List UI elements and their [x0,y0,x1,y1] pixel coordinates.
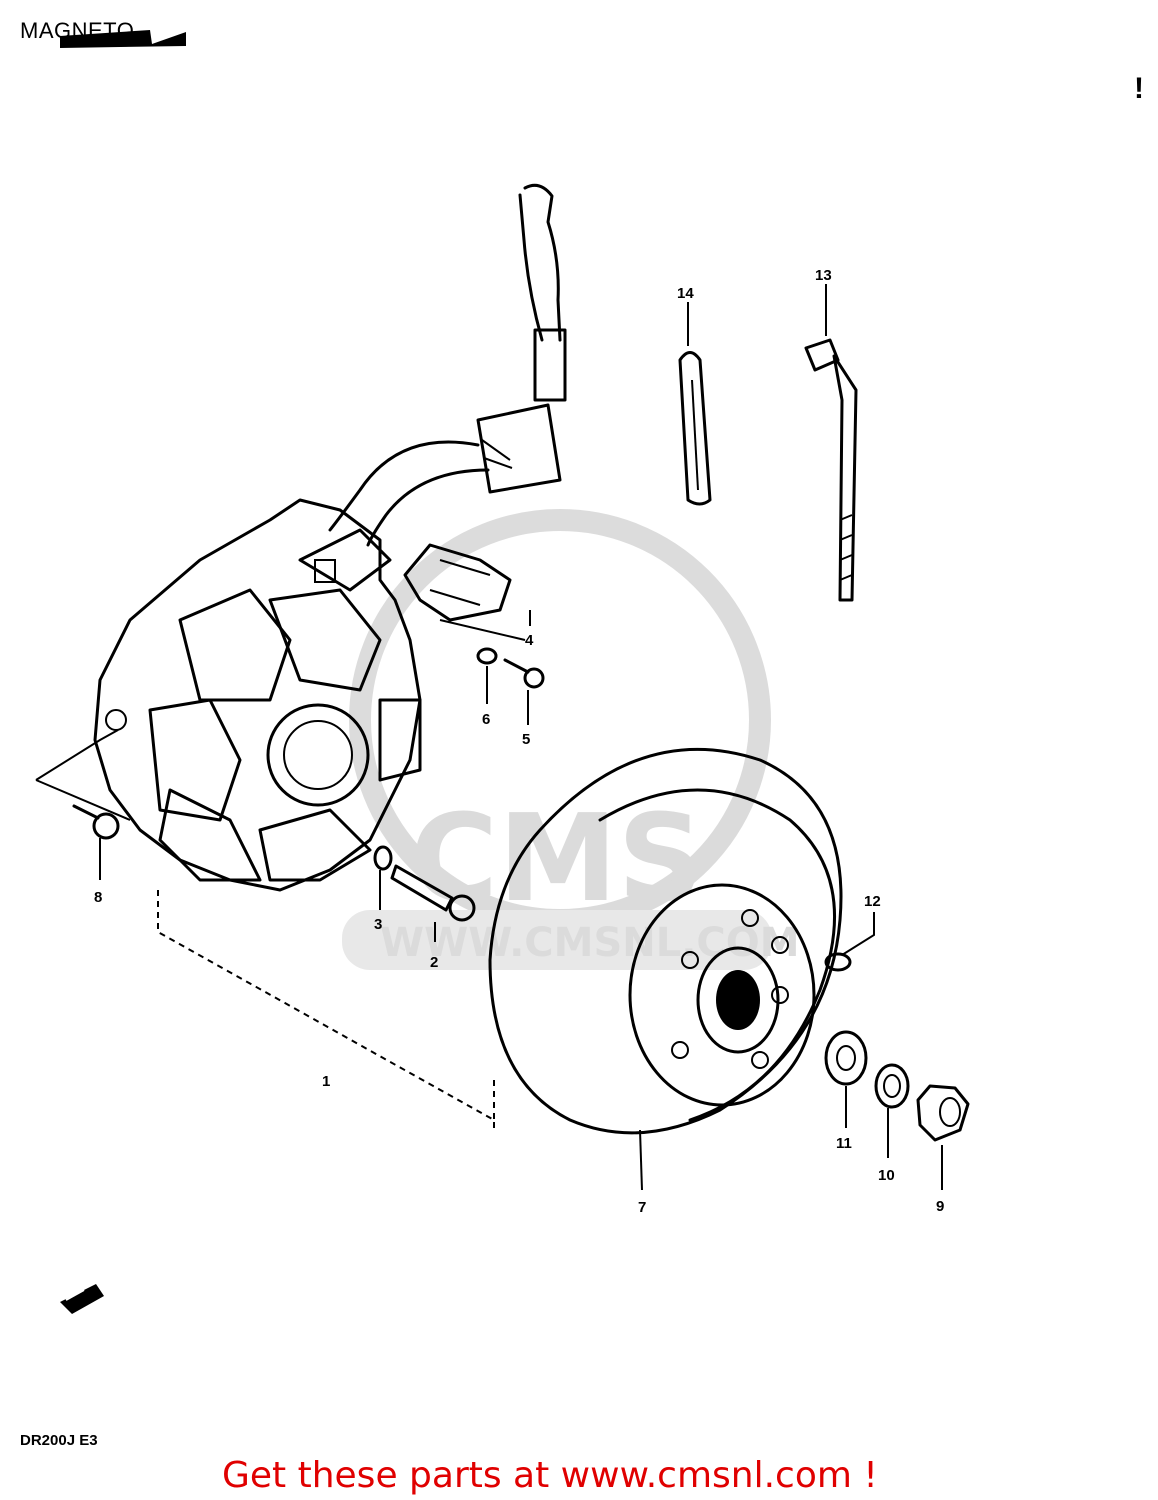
wire-harness [328,183,567,547]
model-code: DR200J E3 [20,1432,98,1449]
watermark-url: WWW.CMSNL.COM [380,920,800,966]
corner-mark: ! [1134,72,1144,105]
woodruff-key [824,952,852,972]
direction-arrow-icon [60,1284,104,1314]
spring-washer [874,1063,910,1109]
callout-1: 1 [322,1073,330,1090]
pickup-coil [403,543,512,622]
stator-assembly [93,498,422,892]
base-screw [72,804,120,840]
callout-12: 12 [864,893,881,910]
callout-2: 2 [430,954,438,971]
callout-3: 3 [374,916,382,933]
callout-8: 8 [94,889,102,906]
rotor-flywheel [488,747,843,1135]
callout-13: 13 [815,267,832,284]
callout-7: 7 [638,1199,646,1216]
cms-watermark: CMS WWW.CMSNL.COM [342,509,800,970]
callout-9: 9 [936,1198,944,1215]
callouts: 1 2 3 4 5 6 7 8 9 10 11 12 13 14 [94,267,944,1216]
callout-6: 6 [482,711,490,728]
callout-10: 10 [878,1167,895,1184]
title-smudge [60,30,186,48]
callout-5: 5 [522,731,530,748]
callout-11: 11 [836,1135,852,1152]
stator-washer [373,845,393,871]
cta-link[interactable]: Get these parts at www.cmsnl.com ! [222,1455,878,1496]
leader-lines [35,284,943,1191]
wire-clamp [678,351,712,506]
callout-4: 4 [525,632,534,649]
stator-screw [390,864,476,922]
pickup-screw [503,658,545,689]
clamp-bolt [804,338,858,602]
pickup-washer [476,647,498,665]
callout-14: 14 [677,285,694,302]
rotor-nut [916,1084,970,1142]
washer [824,1030,868,1086]
